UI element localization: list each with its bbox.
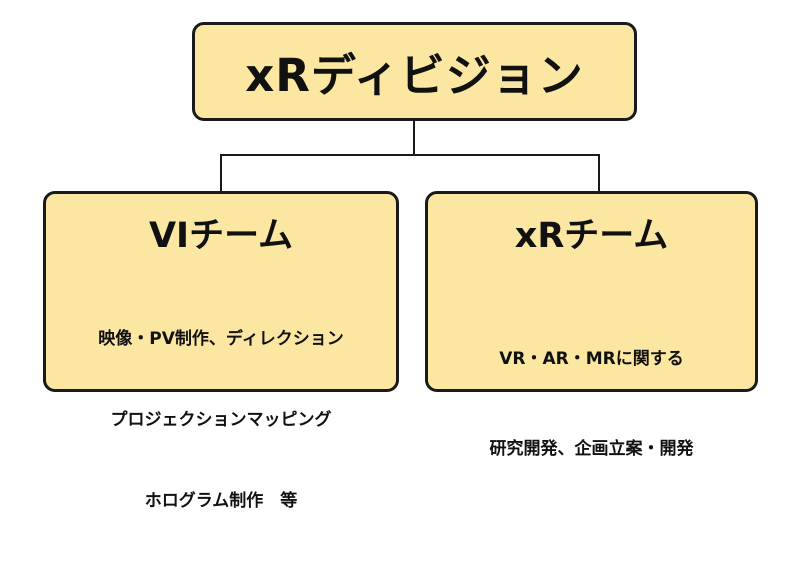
vi-team-line-3: ホログラム制作 等	[144, 491, 298, 511]
root-node-title: xRディビジョン	[245, 49, 584, 102]
vi-team-title: VIチーム	[148, 216, 294, 256]
xr-team-box: xRチーム VR・AR・MRに関する 研究開発、企画立案・開発	[425, 191, 758, 459]
vi-team-line-1: 映像・PV制作、ディレクション	[98, 329, 344, 349]
root-node-box: xRディビジョン	[192, 22, 637, 121]
xr-team-title: xRチーム	[514, 216, 669, 256]
vi-team-line-2: プロジェクションマッピング	[110, 410, 332, 430]
vi-team-box: VIチーム 映像・PV制作、ディレクション プロジェクションマッピング ホログラ…	[43, 191, 399, 511]
xr-team-line-1: VR・AR・MRに関する	[499, 349, 684, 369]
vi-team-description: 映像・PV制作、ディレクション プロジェクションマッピング ホログラム制作 等	[98, 272, 343, 569]
xr-team-description: VR・AR・MRに関する 研究開発、企画立案・開発	[490, 284, 694, 524]
xr-team-line-2: 研究開発、企画立案・開発	[489, 439, 694, 459]
